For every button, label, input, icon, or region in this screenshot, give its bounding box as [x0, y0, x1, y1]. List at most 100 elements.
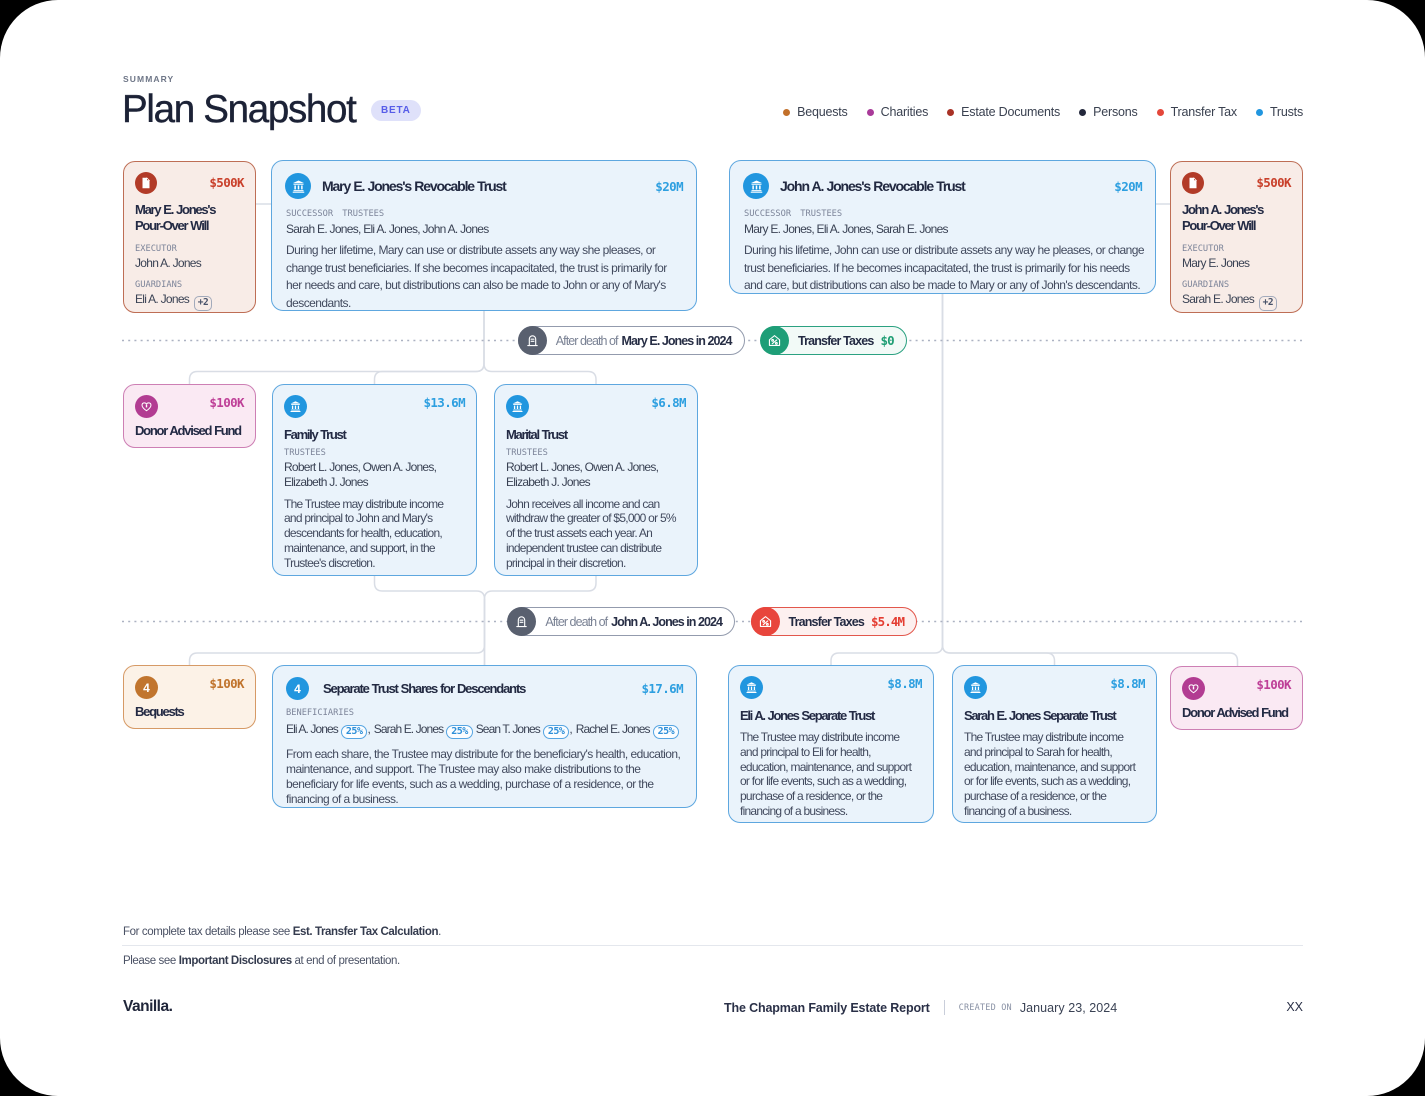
- document-icon: [135, 172, 157, 194]
- beneficiary-share-badge: 25%: [652, 725, 680, 739]
- successor-trustees-label: SUCCESSOR TRUSTEES: [744, 209, 843, 219]
- card-description: John receives all income and can withdra…: [506, 496, 677, 570]
- after-death-name: Mary E. Jones in 2024: [621, 333, 733, 348]
- divider-john-death: After death of John A. Jones in 2024 Tra…: [122, 607, 1303, 636]
- executor-name: Mary E. Jones: [1182, 256, 1250, 270]
- card-amount: $8.8M: [1110, 676, 1145, 691]
- trust-bank-icon: [740, 676, 763, 699]
- report-title: The Chapman Family Estate Report: [724, 1000, 930, 1015]
- guardian-name-text: Eli A. Jones: [135, 292, 190, 306]
- shares-count-badge: 4: [286, 677, 309, 700]
- disclosure-suffix: at end of presentation.: [291, 955, 401, 967]
- disclosure-link[interactable]: Important Disclosures: [178, 955, 292, 967]
- trustees-names: Sarah E. Jones, Eli A. Jones, John A. Jo…: [286, 222, 489, 236]
- estate-documents-dot-icon: [947, 108, 955, 116]
- card-family-trust[interactable]: $13.6M Family Trust TRUSTEES Robert L. J…: [272, 384, 477, 576]
- guardian-name: Eli A. Jones +2: [135, 292, 244, 311]
- legend-label: Persons: [1093, 105, 1138, 119]
- legend-label: Charities: [880, 105, 929, 119]
- legend-item-transfer-tax: Transfer Tax: [1156, 105, 1238, 119]
- card-title: Separate Trust Shares for Descendants: [323, 681, 526, 696]
- report-meta: The Chapman Family Estate Report CREATED…: [724, 1000, 1117, 1015]
- guardians-label: GUARDIANS: [1182, 280, 1230, 290]
- vanilla-logo: Vanilla.: [123, 998, 173, 1015]
- beneficiary-separator: ,: [367, 722, 371, 736]
- transfer-taxes-label: Transfer Taxes: [788, 614, 865, 629]
- card-amount: $500K: [1256, 175, 1291, 190]
- beneficiary-name: Rachel E. Jones: [575, 722, 651, 736]
- card-title: Eli A. Jones Separate Trust: [740, 708, 875, 723]
- card-title: Sarah E. Jones Separate Trust: [964, 708, 1117, 723]
- created-on-label: CREATED ON: [958, 1002, 1012, 1013]
- card-john-pour-over-will[interactable]: $500K John A. Jones's Pour-Over Will EXE…: [1170, 161, 1303, 313]
- legend-label: Estate Documents: [961, 105, 1061, 119]
- card-amount: $100K: [209, 676, 244, 691]
- charities-dot-icon: [866, 108, 874, 116]
- after-death-prefix: After death of: [555, 333, 619, 348]
- card-title: John A. Jones's Pour-Over Will: [1182, 202, 1264, 233]
- card-mary-pour-over-will[interactable]: $500K Mary E. Jones's Pour-Over Will EXE…: [123, 161, 256, 313]
- legend-label: Transfer Tax: [1170, 105, 1238, 119]
- card-title: Mary E. Jones's Revocable Trust: [322, 178, 507, 194]
- trustees-names: Mary E. Jones, Eli A. Jones, Sarah E. Jo…: [744, 222, 949, 236]
- memorial-icon: [507, 607, 537, 636]
- card-amount: $13.6M: [423, 395, 465, 410]
- beta-badge: BETA: [371, 100, 421, 121]
- card-title: Family Trust: [284, 427, 347, 442]
- card-title: John A. Jones's Revocable Trust: [780, 178, 966, 194]
- card-donor-advised-fund-right[interactable]: $100K Donor Advised Fund: [1170, 666, 1303, 730]
- legend-label: Bequests: [797, 105, 848, 119]
- card-amount: $20M: [655, 178, 683, 194]
- trustees-label: TRUSTEES: [506, 448, 548, 458]
- tax-house-icon: [750, 607, 780, 636]
- card-description: From each share, the Trustee may distrib…: [286, 747, 681, 806]
- card-title: Donor Advised Fund: [1182, 705, 1289, 720]
- document-icon: [1182, 172, 1204, 194]
- card-donor-advised-fund-left[interactable]: $100K Donor Advised Fund: [123, 384, 256, 448]
- more-guardians-badge[interactable]: +2: [1258, 296, 1278, 311]
- beneficiary-share-badge: 25%: [446, 725, 473, 739]
- after-death-pill: After death of John A. Jones in 2024: [507, 607, 736, 636]
- page-number: XX: [1286, 1000, 1303, 1014]
- more-guardians-badge[interactable]: +2: [193, 296, 213, 311]
- transfer-taxes-pill: Transfer Taxes $5.4M: [750, 607, 918, 636]
- disclosures-note: Please see Important Disclosures at end …: [123, 955, 400, 967]
- card-amount: $20M: [1114, 178, 1142, 194]
- legend-label: Trusts: [1269, 105, 1303, 119]
- tax-house-icon: [760, 326, 790, 355]
- footer-divider: [122, 945, 1303, 946]
- card-separate-trust-shares[interactable]: 4 Separate Trust Shares for Descendants …: [272, 665, 697, 808]
- transfer-tax-dot-icon: [1156, 108, 1164, 116]
- card-eli-separate-trust[interactable]: $8.8M Eli A. Jones Separate Trust The Tr…: [728, 665, 934, 823]
- beneficiary-name: Sean T. Jones: [475, 722, 541, 736]
- card-marital-trust[interactable]: $6.8M Marital Trust TRUSTEES Robert L. J…: [494, 384, 698, 576]
- beneficiary-separator: ,: [569, 722, 573, 736]
- persons-dot-icon: [1079, 108, 1087, 116]
- legend-item-bequests: Bequests: [783, 105, 848, 119]
- trust-bank-icon: [284, 395, 307, 418]
- card-title: Bequests: [135, 704, 185, 719]
- trust-bank-icon: [506, 395, 529, 418]
- card-amount: $6.8M: [651, 395, 686, 410]
- divider-mary-death: After death of Mary E. Jones in 2024 Tra…: [122, 326, 1303, 355]
- trust-bank-icon: [964, 676, 987, 699]
- tax-note-link[interactable]: Est. Transfer Tax Calculation: [292, 926, 439, 938]
- card-mary-revocable-trust[interactable]: Mary E. Jones's Revocable Trust $20M SUC…: [271, 160, 697, 311]
- card-description: The Trustee may distribute income and pr…: [964, 730, 1136, 818]
- page-title: Plan Snapshot: [122, 88, 357, 131]
- card-bequests[interactable]: 4 $100K Bequests: [123, 665, 256, 729]
- trustees-names: Robert L. Jones, Owen A. Jones, Elizabet…: [506, 460, 659, 489]
- card-john-revocable-trust[interactable]: John A. Jones's Revocable Trust $20M SUC…: [729, 160, 1156, 294]
- beneficiary-share-badge: 25%: [542, 725, 570, 739]
- executor-name: John A. Jones: [135, 256, 202, 270]
- card-sarah-separate-trust[interactable]: $8.8M Sarah E. Jones Separate Trust The …: [952, 665, 1157, 823]
- executor-label: EXECUTOR: [135, 244, 177, 254]
- charity-heart-icon: [1182, 677, 1205, 700]
- card-amount: $17.6M: [641, 681, 683, 696]
- legend-item-estate-documents: Estate Documents: [947, 105, 1060, 119]
- card-title: Mary E. Jones's Pour-Over Will: [135, 202, 216, 233]
- bequests-count-badge: 4: [135, 676, 158, 699]
- transfer-taxes-amount: $0: [880, 333, 894, 348]
- charity-heart-icon: [135, 395, 158, 418]
